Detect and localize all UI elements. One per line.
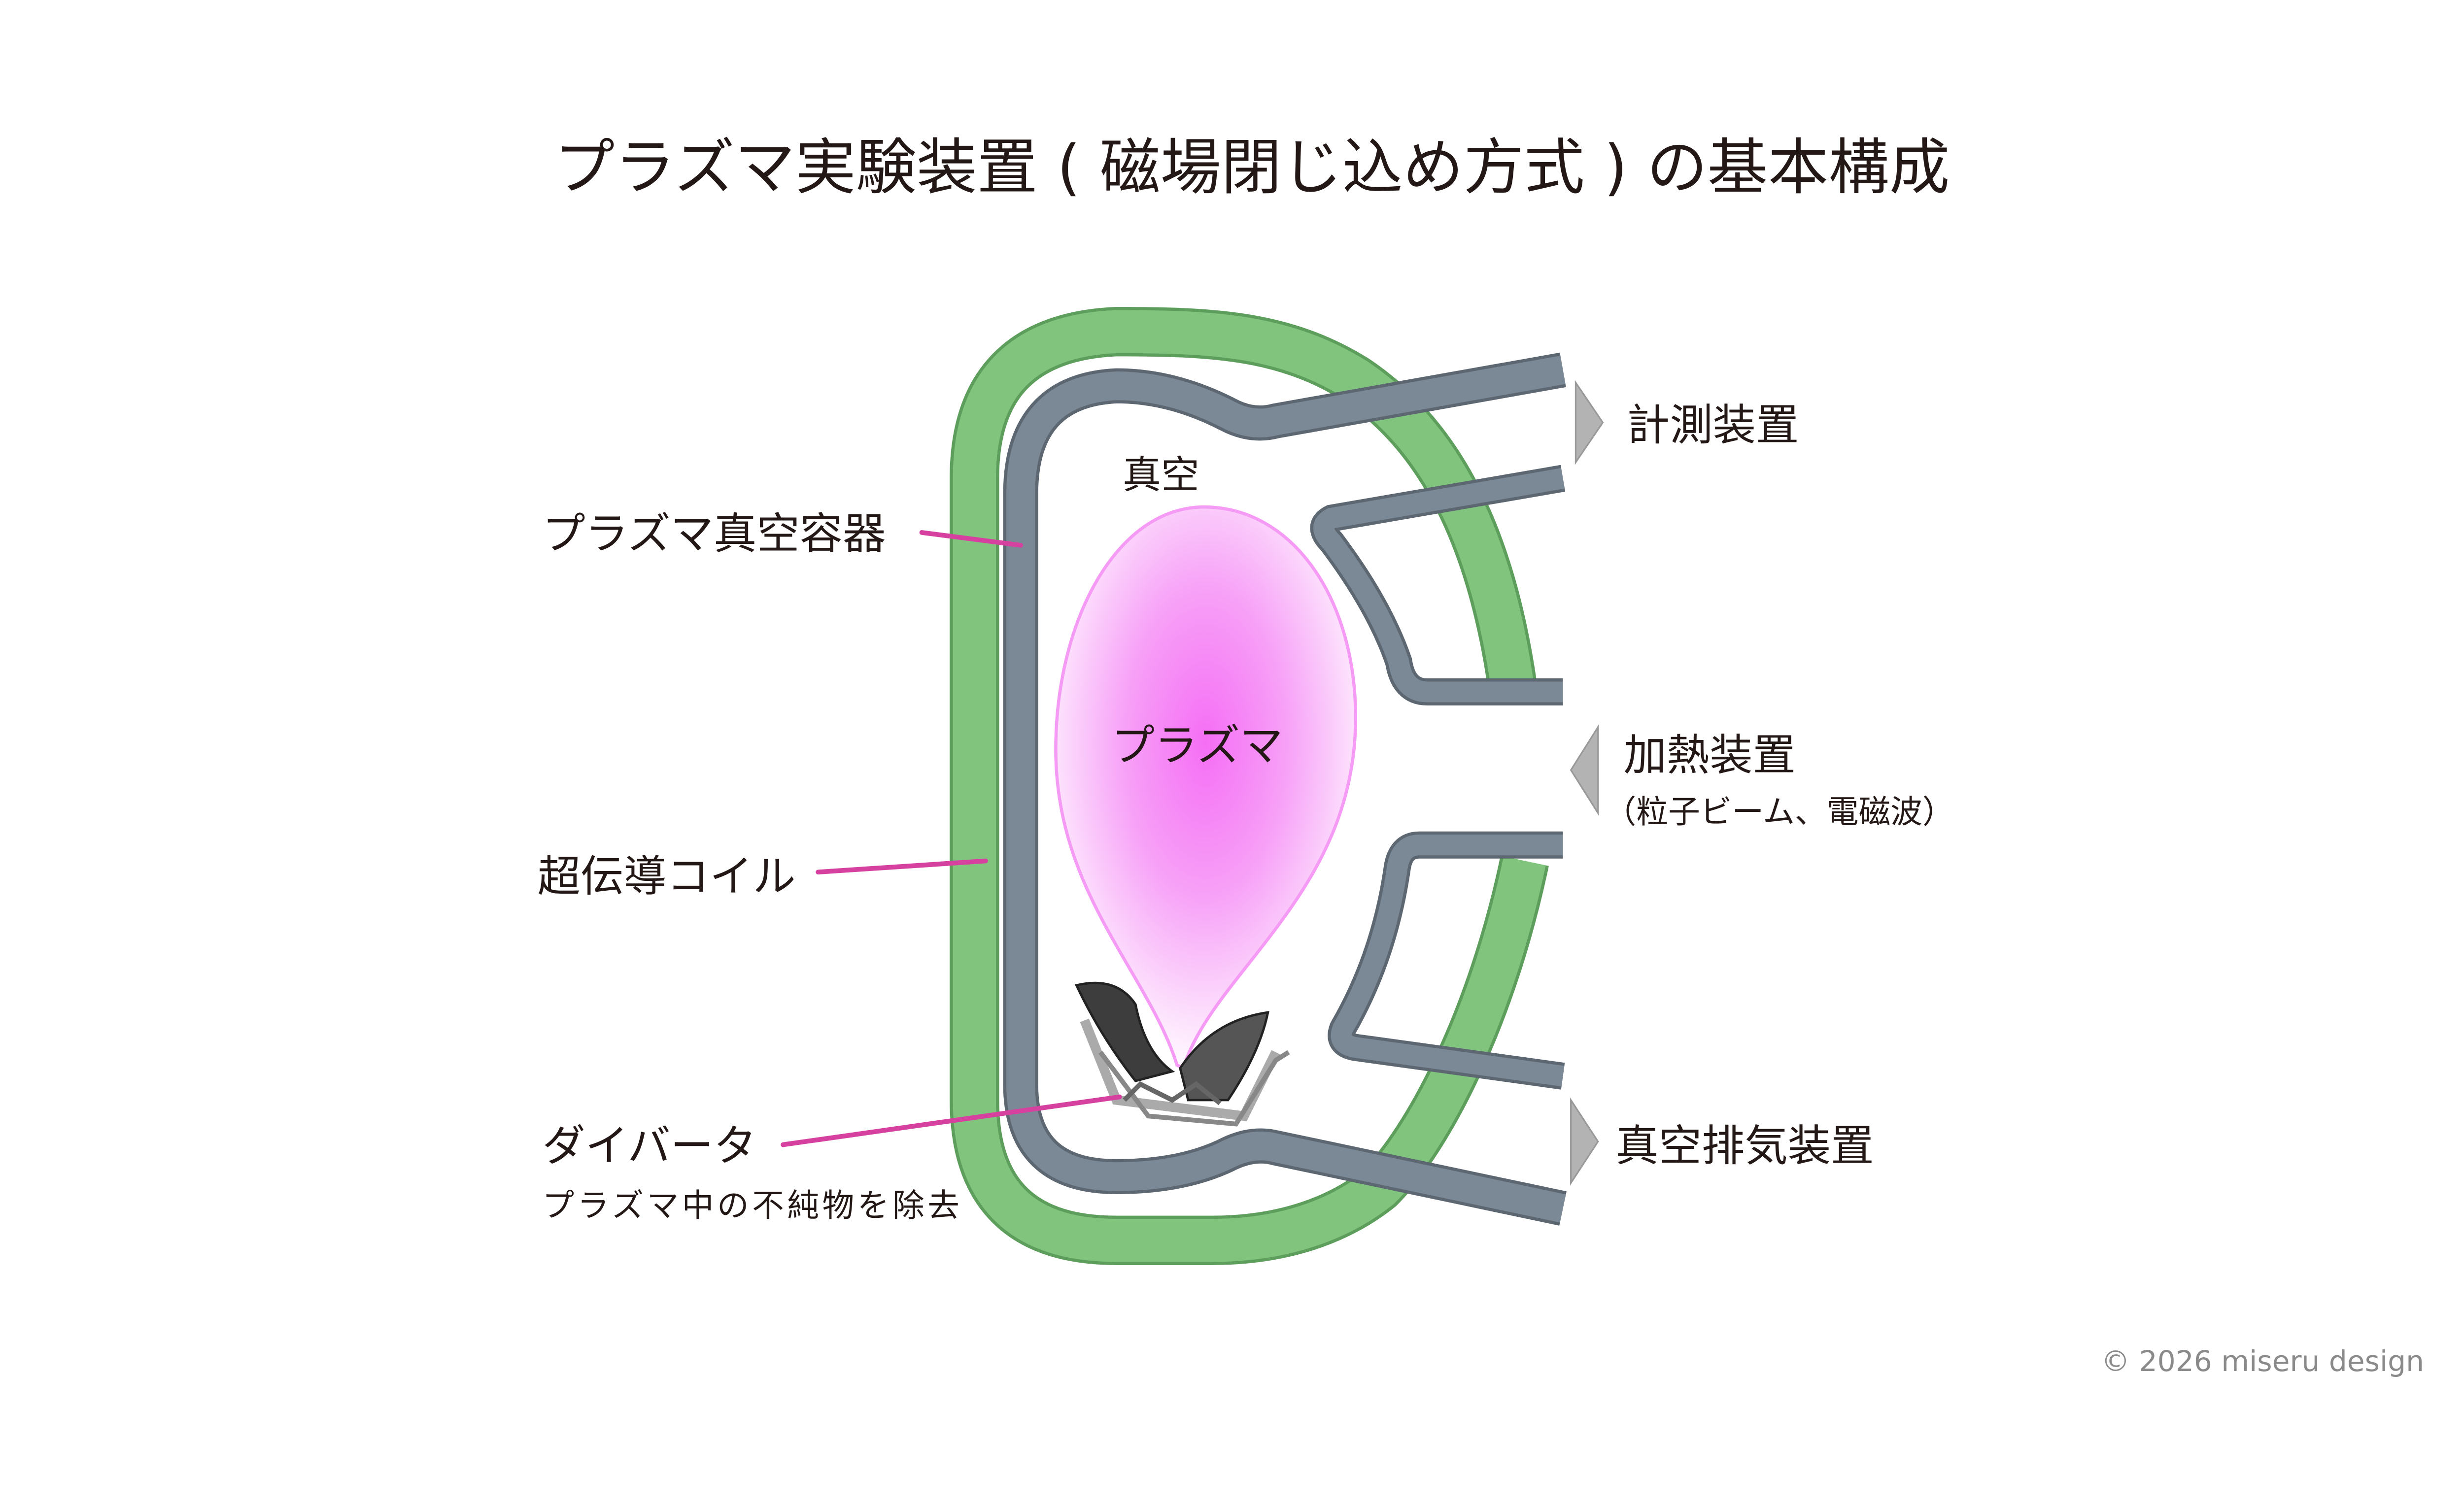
heating-arrow-icon	[1570, 724, 1599, 816]
divertor-leader-line	[781, 1094, 1122, 1147]
exhaust-label: 真空排気装置	[1615, 1121, 1874, 1171]
exhaust-arrow-icon	[1570, 1097, 1599, 1186]
divertor-label: ダイバータ	[542, 1121, 756, 1171]
divertor	[1075, 981, 1290, 1127]
vacuum-label: 真空	[1123, 453, 1199, 497]
coil-label: 超伝導コイル	[538, 851, 796, 902]
coil-leader-line	[816, 858, 988, 875]
vacuum-vessel-label: プラズマ真空容器	[542, 508, 886, 559]
page-title: プラズマ実験装置 ( 磁場閉じ込め方式 ) の基本構成	[554, 133, 1950, 203]
copyright: © 2026 miseru design	[2101, 1344, 2424, 1378]
divertor-description: プラズマ中の不純物を除去	[542, 1187, 962, 1224]
heating-description: （粒子ビーム、電磁波）	[1605, 794, 1954, 831]
leader-lines	[781, 530, 1122, 1147]
measurement-arrow-icon	[1574, 380, 1604, 465]
heating-label: 加熱装置	[1623, 730, 1795, 780]
measurement-label: 計測装置	[1627, 400, 1799, 450]
plasma-device-diagram: プラズマ実験装置 ( 磁場閉じ込め方式 ) の基本構成 プラズマ真空容器 超伝導…	[538, 133, 2424, 1378]
vacuum-vessel	[1003, 352, 1567, 1226]
vacuum-vessel-leader-line	[919, 530, 1024, 548]
plasma-label: プラズマ	[1112, 721, 1283, 771]
